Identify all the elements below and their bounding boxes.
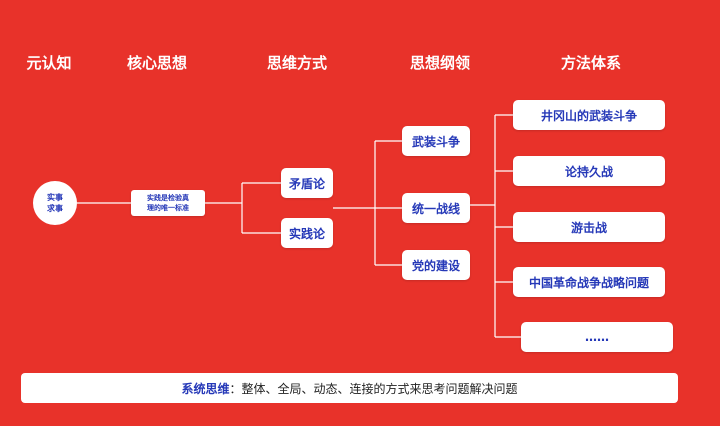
node-on-contradiction: 矛盾论 [281,168,333,198]
node-practice-criterion: 实践是检验真理的唯一标准 [131,190,205,216]
node-revolutionary-war-strategy: 中国革命战争战略问题 [513,267,665,297]
header-core-thought: 核心思想 [126,54,188,72]
banner-separator: ： [229,381,242,396]
banner-text: 整体、全局、动态、连接的方式来思考问题解决问题 [241,381,518,396]
node-practice-criterion-line2: 理的唯一标准 [147,204,189,212]
node-jinggangshan-struggle: 井冈山的武装斗争 [513,100,665,130]
node-protracted-war: 论持久战 [513,156,665,186]
node-seek-truth-line1: 实事 [47,193,63,202]
header-method-system: 方法体系 [560,54,622,72]
node-seek-truth-line2: 求事 [47,204,63,213]
node-united-front: 统一战线 [402,193,470,223]
node-party-building: 党的建设 [402,250,470,280]
system-thinking-banner: 系统思维：整体、全局、动态、连接的方式来思考问题解决问题 [21,373,678,403]
node-seek-truth: 实事求事 [33,181,77,225]
banner-title: 系统思维 [181,381,230,396]
header-program: 思想纲领 [409,54,471,72]
node-armed-struggle: 武装斗争 [402,126,470,156]
node-practice-criterion-line1: 实践是检验真 [147,194,189,202]
node-more-ellipsis: …… [521,322,673,352]
header-meta-cognition: 元认知 [26,54,72,72]
header-thinking-mode: 思维方式 [266,54,328,72]
node-on-practice: 实践论 [281,218,333,248]
node-guerrilla-war: 游击战 [513,212,665,242]
